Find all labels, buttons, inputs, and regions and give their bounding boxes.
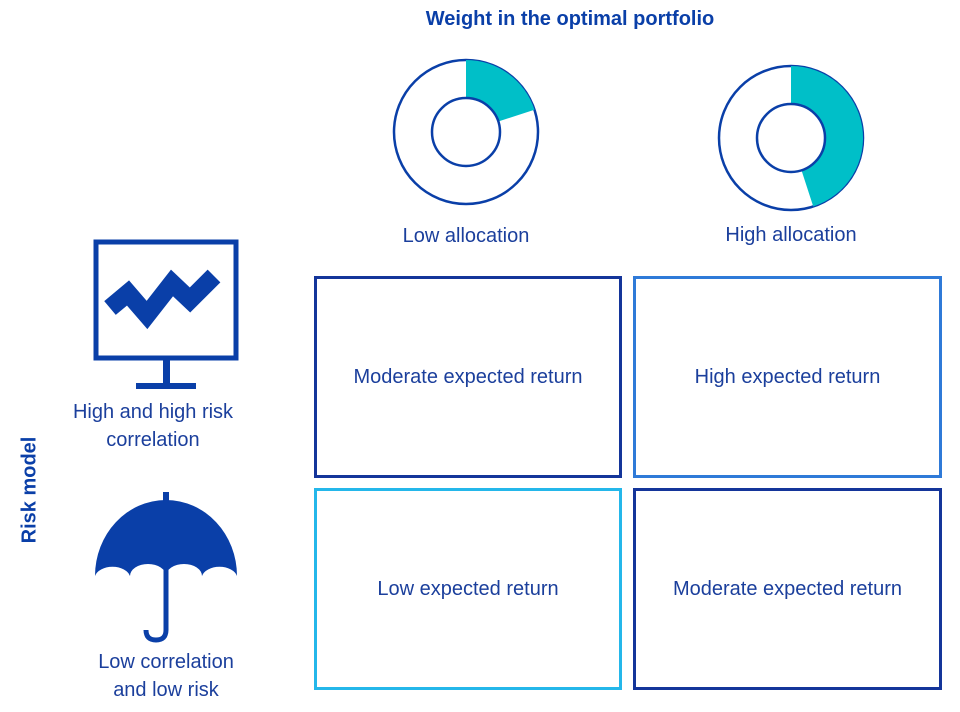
umbrella-icon xyxy=(95,492,237,643)
chart-monitor-icon xyxy=(93,239,239,389)
row-label-low-risk-line1: Low correlation xyxy=(98,651,234,673)
column-label-high-allocation: High allocation xyxy=(725,224,857,246)
column-label-low-allocation: Low allocation xyxy=(402,225,530,247)
diagram-title: Weight in the optimal portfolio xyxy=(425,8,715,30)
high-allocation-segment xyxy=(791,66,864,207)
high-allocation-donut xyxy=(717,64,865,212)
row-label-low-risk: Low correlation and low risk xyxy=(46,648,286,704)
cell-high-risk-low-allocation: Moderate expected return xyxy=(314,276,622,478)
row-label-high-risk-line2: correlation xyxy=(106,429,200,451)
row-label-high-risk-line1: High and high risk xyxy=(72,401,234,423)
cell-low-risk-high-allocation: Moderate expected return xyxy=(633,488,942,690)
row-label-low-risk-line2: and low risk xyxy=(113,679,219,701)
cell-low-risk-low-allocation: Low expected return xyxy=(314,488,622,690)
row-label-high-risk: High and high risk correlation xyxy=(33,398,273,454)
low-allocation-donut xyxy=(392,58,540,206)
cell-high-risk-high-allocation: High expected return xyxy=(633,276,942,478)
